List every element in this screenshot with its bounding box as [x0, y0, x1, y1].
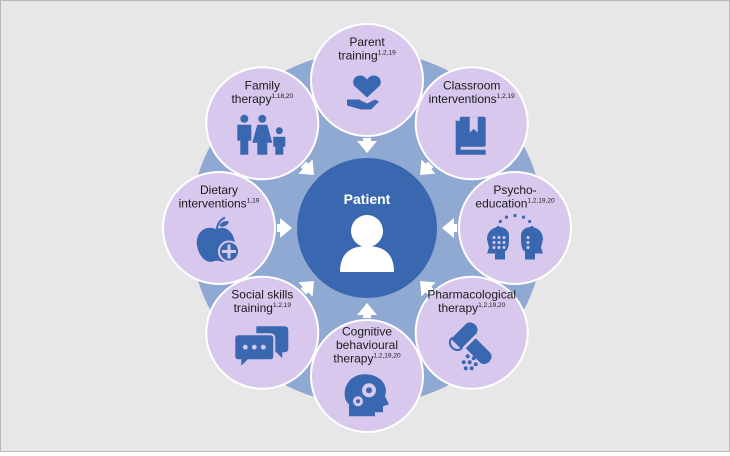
- hand-heart-icon: [347, 75, 381, 110]
- arrow-classroom-interventions: [420, 159, 436, 175]
- arrow-psycho-education: [442, 218, 457, 238]
- psycho-education-label: Psycho-education1,2,19,20: [475, 183, 555, 211]
- arrow-family-therapy: [298, 159, 314, 175]
- head-gears-icon: [344, 374, 389, 417]
- node-psycho-education: Psycho-education1,2,19,20: [458, 171, 572, 285]
- capsule-icon: [448, 322, 492, 371]
- arrow-social-skills-training: [298, 281, 314, 297]
- arrow-pharmacological-therapy: [420, 281, 436, 297]
- dietary-interventions-circle: [162, 171, 276, 285]
- person-icon: [340, 215, 394, 272]
- arrow-dietary-interventions: [277, 218, 292, 238]
- arrow-cognitive-behavioural-therapy: [357, 303, 377, 318]
- psycho-education-circle: [458, 171, 572, 285]
- family-icon: [237, 114, 286, 155]
- patient-node: Patient: [297, 158, 437, 298]
- chat-bubbles-icon: [233, 326, 289, 371]
- arrow-parent-training: [357, 138, 377, 153]
- family-therapy-circle: [205, 66, 320, 181]
- patient-label: Patient: [344, 191, 391, 207]
- arrows-group: [277, 138, 457, 318]
- book-icon: [455, 116, 486, 155]
- apple-plus-icon: [196, 216, 240, 263]
- heads-exchange-icon: [487, 213, 543, 260]
